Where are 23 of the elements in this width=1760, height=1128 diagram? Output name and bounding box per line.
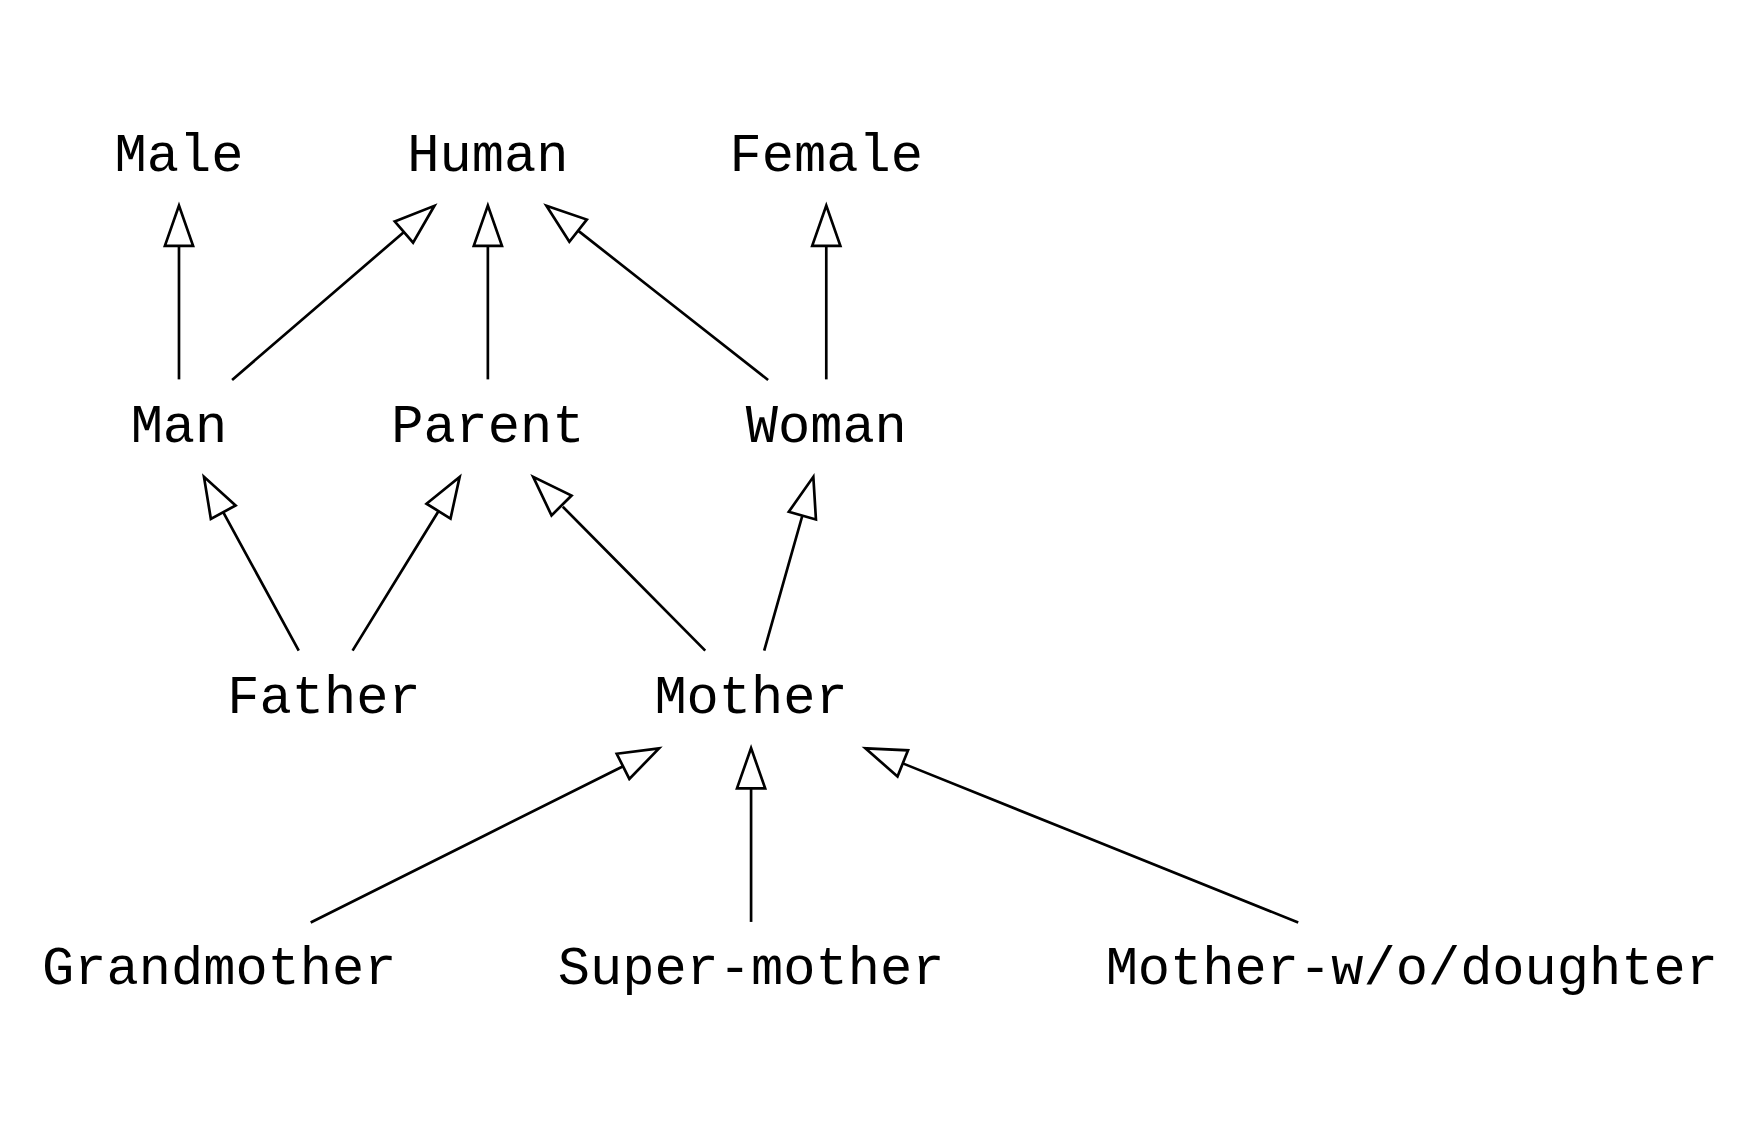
node-text: Mother	[654, 668, 848, 730]
node-text: Female	[729, 125, 923, 187]
arrow	[310, 746, 663, 924]
arrow	[861, 746, 1299, 924]
node-text: Male	[114, 125, 244, 187]
node-text: Mother-w/o/doughter	[1105, 939, 1718, 1001]
arrow	[810, 201, 843, 380]
arrow	[543, 203, 769, 381]
arrow	[735, 744, 768, 922]
arrow	[202, 473, 300, 652]
arrow	[163, 201, 195, 380]
node-text: Father	[227, 668, 421, 730]
node-text: Human	[407, 125, 569, 187]
arrow	[231, 203, 438, 381]
arrow	[471, 201, 504, 380]
arrow	[762, 472, 818, 651]
node-text: Woman	[745, 396, 907, 458]
node-text: Parent	[391, 396, 585, 458]
node-text: Grandmother	[42, 939, 397, 1001]
node-text: Man	[130, 396, 228, 458]
arrow	[351, 473, 462, 652]
node-text: Super-mother	[557, 939, 945, 1001]
arrow	[530, 473, 707, 652]
